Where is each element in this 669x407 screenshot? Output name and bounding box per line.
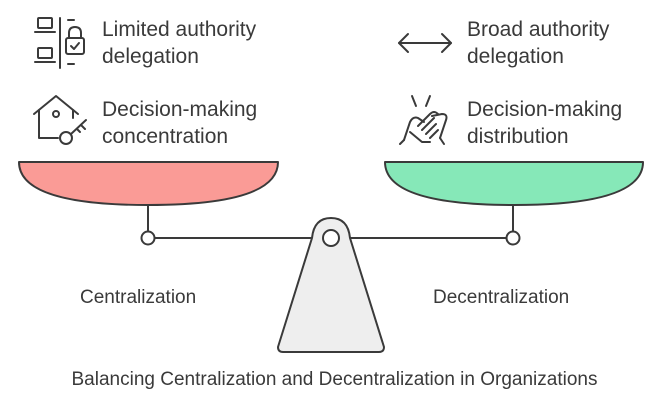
pivot-circle bbox=[322, 229, 340, 247]
laptop-lock-icon bbox=[34, 17, 85, 69]
centralization-label: Centralization bbox=[80, 287, 197, 308]
left-pan bbox=[18, 161, 279, 206]
limited-authority-line1: Limited authority bbox=[102, 18, 257, 41]
limited-authority-line2: delegation bbox=[102, 45, 199, 68]
double-arrow-icon bbox=[398, 33, 452, 53]
right-pan bbox=[384, 161, 644, 206]
broad-authority-line2: delegation bbox=[467, 45, 564, 68]
right-knob bbox=[505, 230, 521, 246]
broad-authority-line1: Broad authority bbox=[467, 18, 610, 41]
decentralization-label: Decentralization bbox=[433, 287, 570, 308]
broad-authority-label: Broad authority delegation bbox=[467, 16, 609, 70]
decision-concentration-line1: Decision-making bbox=[102, 98, 258, 121]
limited-authority-label: Limited authority delegation bbox=[102, 16, 256, 70]
left-knob bbox=[140, 230, 156, 246]
hands-together-icon bbox=[399, 95, 448, 145]
decision-distribution-line2: distribution bbox=[467, 125, 569, 148]
decision-distribution-label: Decision-making distribution bbox=[467, 96, 622, 150]
fulcrum bbox=[277, 217, 385, 353]
decision-distribution-line1: Decision-making bbox=[467, 98, 623, 121]
diagram-caption: Balancing Centralization and Decentraliz… bbox=[71, 369, 598, 390]
decision-concentration-label: Decision-making concentration bbox=[102, 96, 257, 150]
house-key-icon bbox=[33, 95, 87, 145]
decision-concentration-line2: concentration bbox=[102, 125, 229, 148]
